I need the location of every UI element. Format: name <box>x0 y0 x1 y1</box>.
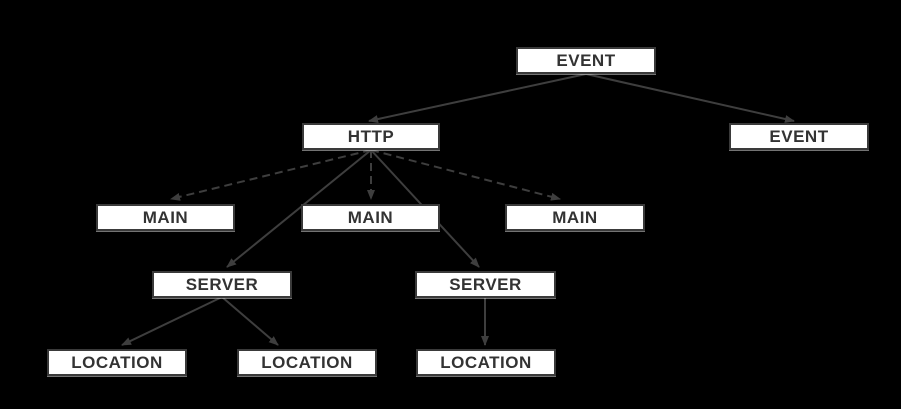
edge-http-to-server-left <box>226 149 372 268</box>
node-server-left: SERVER <box>152 271 292 298</box>
node-location-right: LOCATION <box>416 349 556 376</box>
edge-http-to-main-right <box>370 149 561 201</box>
edge-event-top-to-http <box>368 73 587 124</box>
edge-event-top-to-event-right <box>585 73 795 123</box>
node-main-left: MAIN <box>96 204 235 231</box>
node-location-left: LOCATION <box>47 349 187 376</box>
node-server-right: SERVER <box>415 271 556 298</box>
node-http: HTTP <box>302 123 440 150</box>
node-main-right: MAIN <box>505 204 645 231</box>
node-main-middle: MAIN <box>301 204 440 231</box>
edge-server-left-to-location-middle <box>221 296 279 346</box>
node-event-right: EVENT <box>729 123 869 150</box>
edge-server-left-to-location-left <box>121 296 223 346</box>
node-event-top: EVENT <box>516 47 656 74</box>
edge-http-to-main-left <box>170 149 372 201</box>
node-location-middle: LOCATION <box>237 349 377 376</box>
